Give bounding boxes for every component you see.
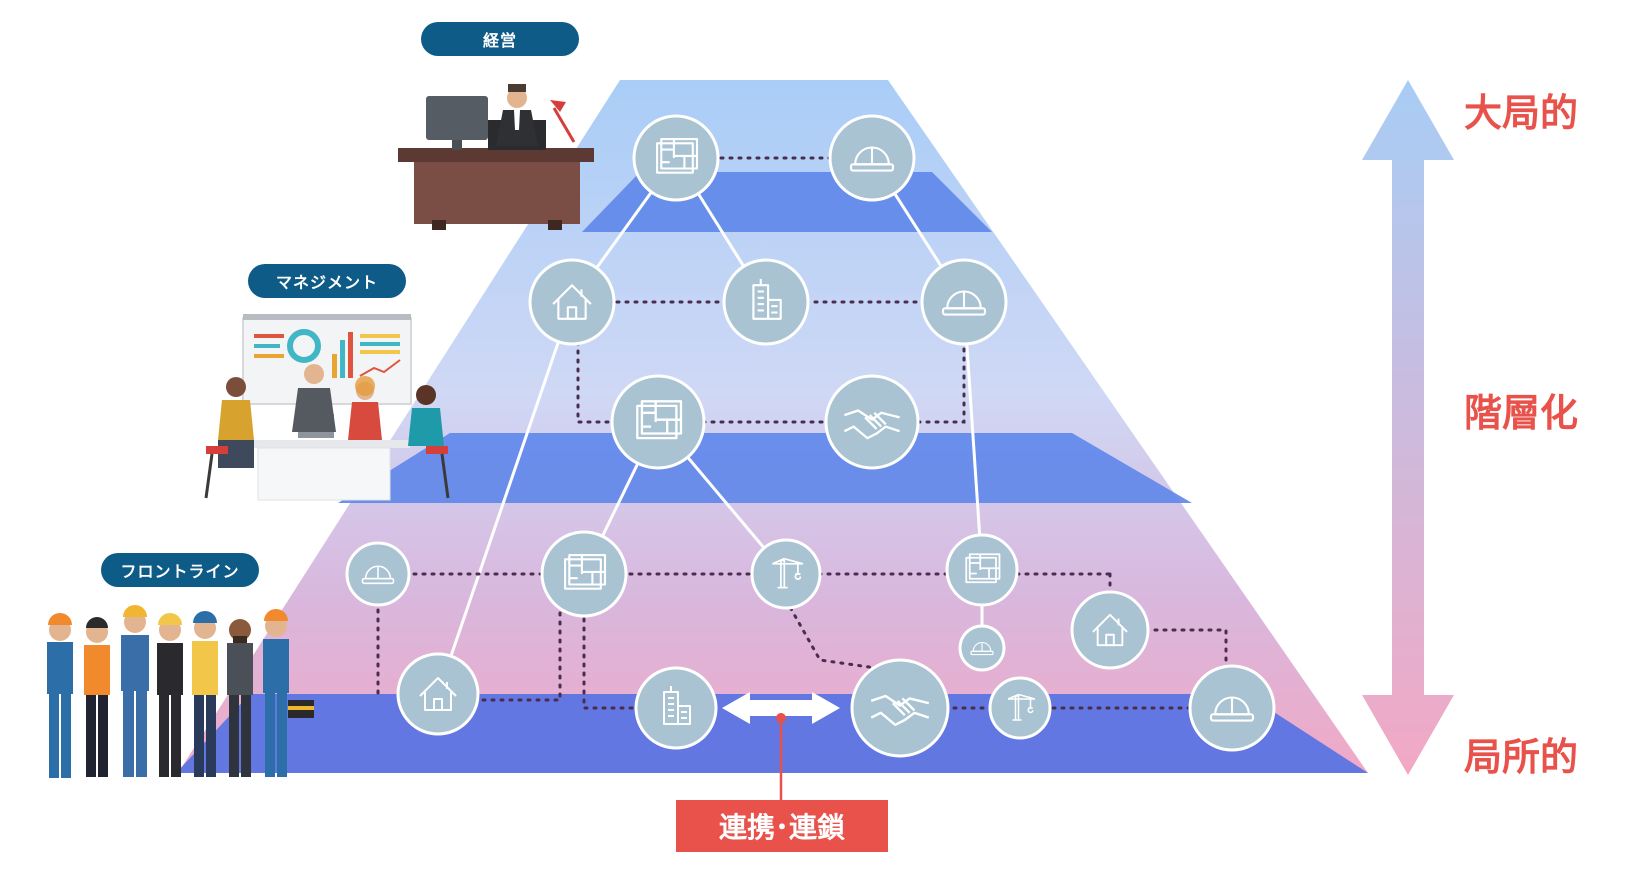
helmet-icon [849,146,895,172]
network-node [988,676,1052,740]
role-pill-frontline: フロントライン [101,553,259,587]
link-label: 連携･連鎖 [676,800,888,852]
blueprint-icon [965,553,1001,584]
scale-label-top: 大局的 [1464,91,1579,135]
crane-icon [1007,693,1036,721]
scale-label-middle: 階層化 [1464,391,1579,435]
network-node [850,658,950,758]
network-node [345,541,411,607]
house-icon [419,677,457,711]
helmet-icon [941,290,987,316]
network-node [1070,590,1150,670]
house-icon [1092,613,1128,647]
network-node [750,538,822,610]
network-node [824,374,920,470]
layer-band-middle [338,433,1192,503]
helmet-icon [970,641,994,656]
blueprint-icon [636,400,683,440]
scale-arrow [1362,80,1454,775]
building-icon [752,278,782,320]
handshake-icon [843,409,900,440]
network-node [610,374,706,470]
network-node [945,533,1019,607]
role-pill-management: マネジメント [248,264,406,298]
building-icon [663,686,691,725]
network-node [828,114,916,202]
network-node [634,666,718,750]
frontline-workers-illustration [47,605,314,778]
helmet-icon [1209,696,1255,722]
executive-illustration [398,84,594,230]
network-node [540,530,628,618]
pyramid-body [178,80,1368,773]
handshake-icon [870,694,930,727]
crane-icon [772,557,804,589]
network-node [632,114,720,202]
network-node [1188,664,1276,752]
link-arrow [722,692,840,800]
network-node [528,258,616,346]
role-pill-executive: 経営 [421,22,579,56]
scale-label-bottom: 局所的 [1464,735,1579,779]
network-node [958,624,1006,672]
network-node [722,258,810,346]
network-node [920,258,1008,346]
blueprint-icon [564,554,607,590]
blueprint-icon [656,138,699,174]
network-node [396,652,480,736]
management-illustration [204,314,450,501]
house-icon [552,284,592,320]
helmet-icon [361,565,395,585]
